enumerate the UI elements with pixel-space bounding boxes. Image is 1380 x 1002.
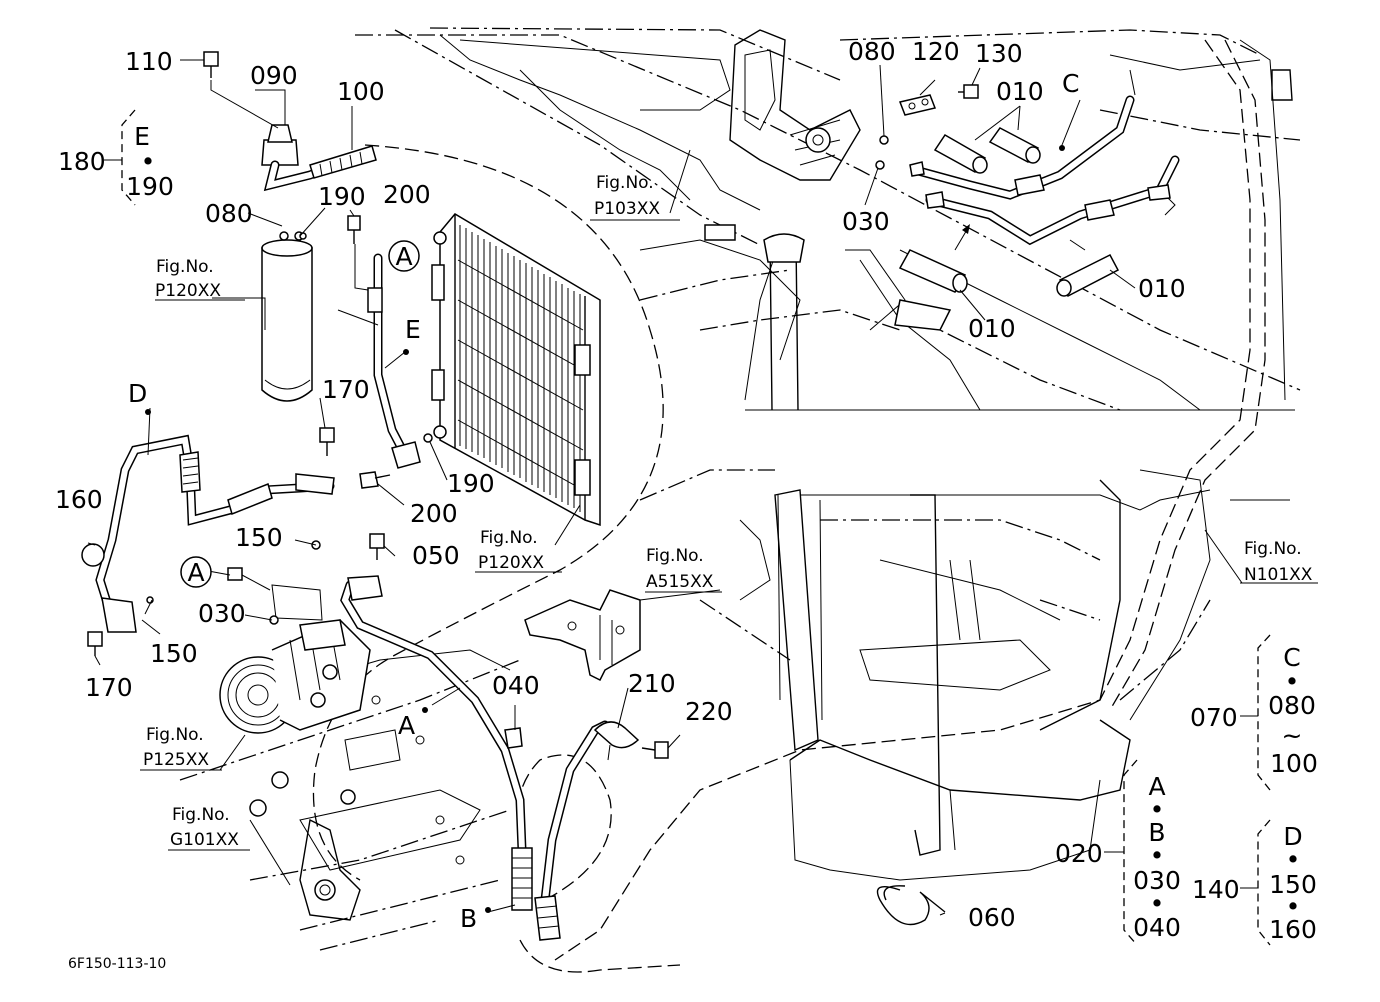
callout-labels: 110 090 100 180 190 200 080 080 120 130 … (55, 37, 1240, 932)
callout-110: 110 (125, 47, 173, 76)
drawing-code: 6F150-113-10 (68, 956, 166, 972)
figure-references: Fig.No. P103XX Fig.No. P120XX Fig.No. P1… (143, 173, 1313, 850)
svg-text:•: • (1286, 892, 1301, 921)
tie-band (876, 885, 946, 926)
group-e-190: E • 190 (126, 122, 174, 201)
figref-a515-label: Fig.No. (646, 546, 704, 566)
figref-a515: A515XX (646, 572, 714, 592)
callout-160: 160 (55, 485, 103, 514)
callout-150-lower: 150 (150, 639, 198, 668)
callout-010: 010 (996, 77, 1044, 106)
callout-070: 070 (1190, 703, 1238, 732)
letter-c: C (1062, 69, 1079, 98)
callout-030-upper: 030 (842, 207, 890, 236)
machine-background (179, 27, 1301, 961)
routing-lines (312, 144, 681, 973)
callout-220: 220 (685, 697, 733, 726)
svg-text:B: B (1148, 818, 1165, 847)
callout-010-lower: 010 (968, 314, 1016, 343)
svg-text:•: • (1150, 889, 1165, 918)
callout-210: 210 (628, 669, 676, 698)
callout-080-upper: 080 (848, 37, 896, 66)
figref-n101: N101XX (1244, 565, 1313, 585)
svg-text:~: ~ (1282, 721, 1303, 750)
pressure-switch-assembly (203, 51, 377, 192)
figref-p120-lower: P120XX (478, 553, 544, 573)
compressor (219, 567, 371, 734)
figref-p120: P120XX (155, 281, 221, 301)
callout-050: 050 (412, 541, 460, 570)
svg-text:•: • (141, 147, 156, 176)
callout-150: 150 (235, 523, 283, 552)
svg-text:A: A (1148, 772, 1165, 801)
callout-180: 180 (58, 147, 106, 176)
callout-080: 080 (205, 199, 253, 228)
letter-b: B (460, 904, 477, 933)
callout-130: 130 (975, 39, 1023, 68)
figref-p120-lower-label: Fig.No. (480, 528, 538, 548)
callout-020: 020 (1055, 839, 1103, 868)
svg-text:•: • (1150, 795, 1165, 824)
callout-200-lower: 200 (410, 499, 458, 528)
callout-060: 060 (968, 903, 1016, 932)
callout-200: 200 (383, 180, 431, 209)
group-a-b-030-040: A • B • 030 • 040 (1133, 772, 1181, 942)
callout-090: 090 (250, 61, 298, 90)
figref-g101-label: Fig.No. (172, 805, 230, 825)
svg-text:•: • (1150, 841, 1165, 870)
letter-markers: A A A B C D E (128, 69, 1079, 933)
callout-170-lower: 170 (85, 673, 133, 702)
letter-a-condenser: A (395, 242, 412, 271)
svg-text:080: 080 (1268, 691, 1316, 720)
hose-a (340, 533, 533, 911)
bracket-assembly (524, 589, 669, 761)
figref-p125-label: Fig.No. (146, 725, 204, 745)
pipe-d (81, 427, 335, 656)
callout-170: 170 (322, 375, 370, 404)
letter-a-compressor: A (187, 558, 204, 587)
callout-040: 040 (492, 671, 540, 700)
svg-text:030: 030 (1133, 866, 1181, 895)
svg-text:190: 190 (126, 172, 174, 201)
svg-text:E: E (134, 122, 150, 151)
leader-lines (87, 59, 1243, 916)
receiver-dryer (261, 231, 313, 402)
group-d-150-160: D • 150 • 160 (1269, 822, 1317, 944)
svg-text:150: 150 (1269, 870, 1317, 899)
callout-190-lower: 190 (447, 469, 495, 498)
figref-n101-label: Fig.No. (1244, 539, 1302, 559)
group-c-080-100: C • 080 ~ 100 (1268, 643, 1318, 778)
figref-p103: P103XX (594, 199, 660, 219)
svg-text:040: 040 (1133, 913, 1181, 942)
callout-140: 140 (1192, 875, 1240, 904)
callout-190: 190 (318, 182, 366, 211)
svg-text:C: C (1283, 643, 1300, 672)
pipe-c (875, 84, 1180, 298)
letter-a-hose: A (398, 711, 415, 740)
figref-p125: P125XX (143, 750, 209, 770)
group-brackets (104, 109, 1271, 946)
figref-p120-label: Fig.No. (156, 257, 214, 277)
svg-text:•: • (1285, 667, 1300, 696)
svg-text:160: 160 (1269, 915, 1317, 944)
callout-010-right: 010 (1138, 274, 1186, 303)
condenser (431, 213, 601, 527)
letter-d: D (128, 379, 147, 408)
svg-text:•: • (1286, 845, 1301, 874)
svg-text:100: 100 (1270, 749, 1318, 778)
figref-g101: G101XX (170, 830, 239, 850)
callout-100: 100 (337, 77, 385, 106)
figref-p103-label: Fig.No. (596, 173, 654, 193)
svg-text:D: D (1283, 822, 1302, 851)
callout-120: 120 (912, 37, 960, 66)
figref-underlines (140, 219, 1318, 851)
letter-e: E (405, 315, 421, 344)
callout-030: 030 (198, 599, 246, 628)
